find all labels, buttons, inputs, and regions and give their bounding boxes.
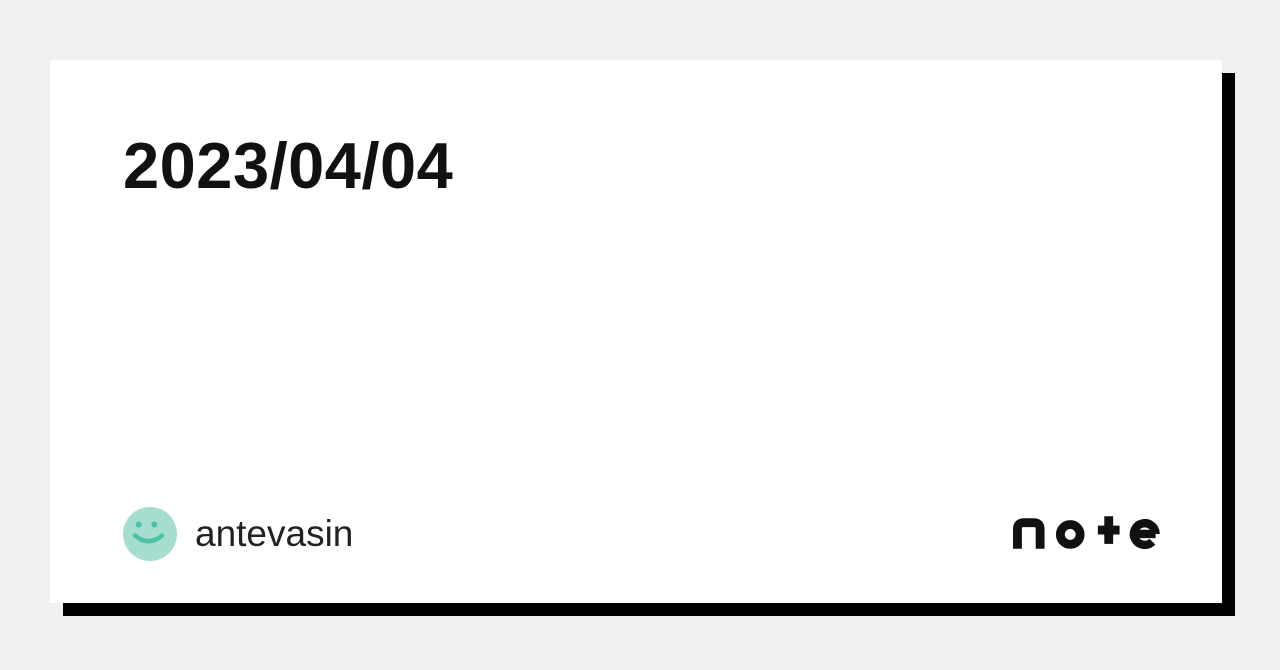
avatar-right-eye bbox=[151, 521, 158, 528]
author-row: antevasin bbox=[123, 507, 353, 561]
avatar-left-eye bbox=[135, 521, 142, 528]
note-logo bbox=[1013, 516, 1160, 550]
avatar-circle bbox=[123, 507, 177, 561]
avatar-smile bbox=[132, 533, 165, 544]
article-title: 2023/04/04 bbox=[123, 129, 454, 202]
note-logo-glyphs bbox=[1013, 516, 1160, 550]
smiley-face-icon bbox=[123, 507, 177, 561]
author-name: antevasin bbox=[195, 513, 354, 554]
article-card: 2023/04/04 antevasin bbox=[50, 60, 1222, 603]
